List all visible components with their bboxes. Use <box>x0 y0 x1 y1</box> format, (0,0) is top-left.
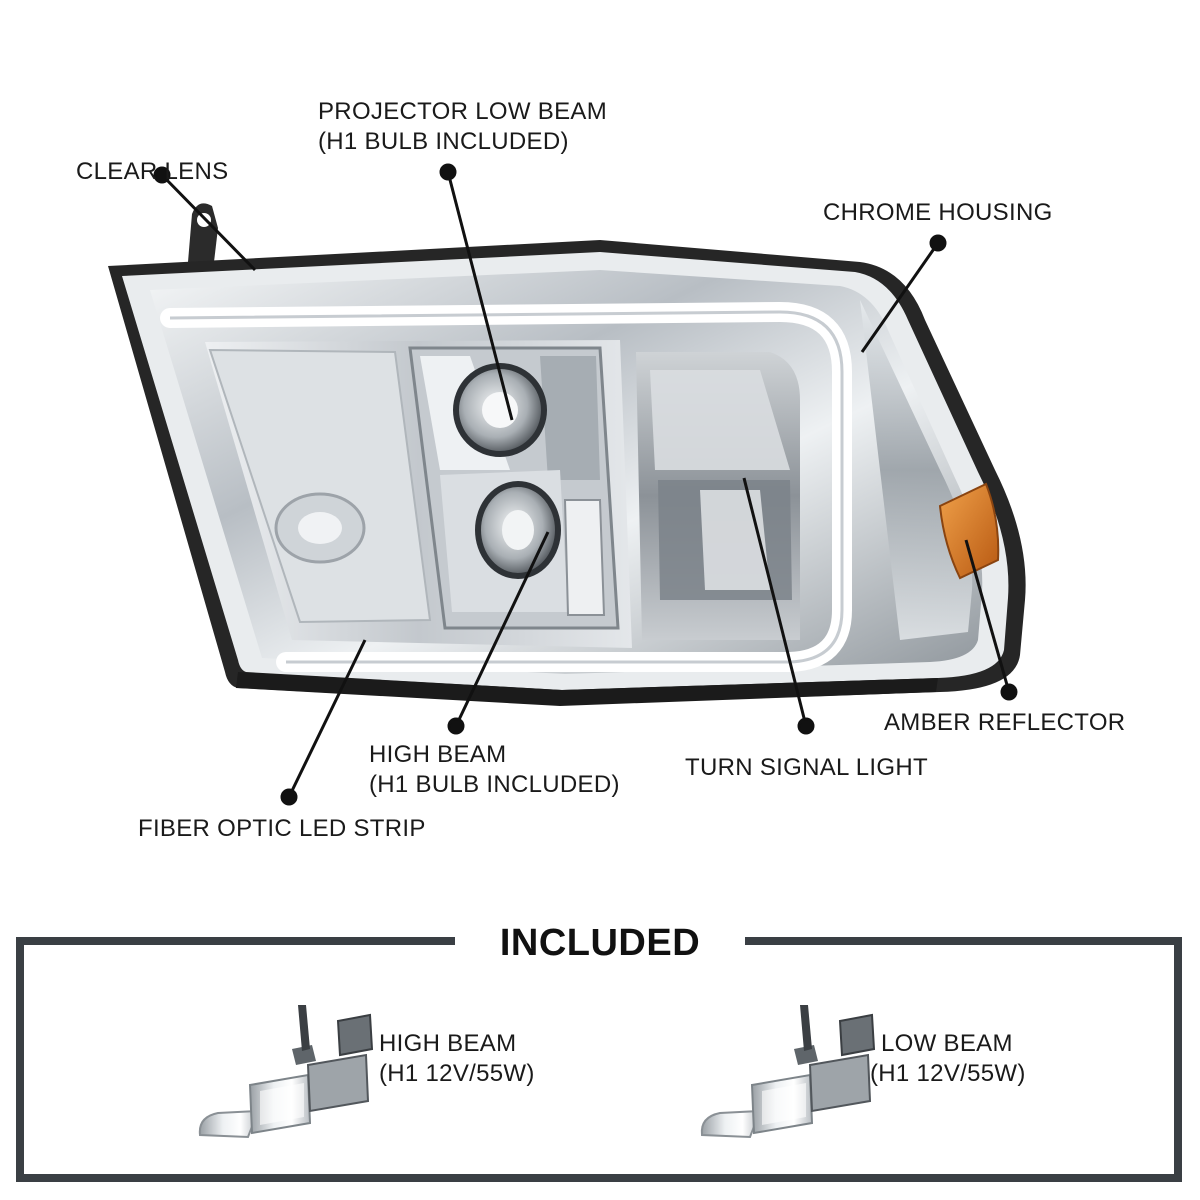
included-item-high-beam-line1: HIGH BEAM <box>379 1030 517 1057</box>
callout-turn-signal <box>742 477 815 735</box>
label-projector-low-beam-line2: (H1 BULB INCLUDED) <box>318 128 569 155</box>
included-item-low-beam-line2: (H1 12V/55W) <box>870 1060 1026 1087</box>
label-turn-signal-light: TURN SIGNAL LIGHT <box>685 754 928 781</box>
included-item-low-beam: LOW BEAM (H1 12V/55W) <box>870 1029 1026 1089</box>
label-projector-low-beam-line1: PROJECTOR LOW BEAM <box>318 98 607 125</box>
included-box <box>16 937 1182 1182</box>
callout-amber-reflector <box>964 539 1018 701</box>
callout-clear-lens <box>153 166 257 272</box>
left-reflector <box>208 348 432 624</box>
label-clear-lens: CLEAR LENS <box>76 158 229 185</box>
callout-projector-low-beam <box>439 163 514 421</box>
headlight-assembly <box>108 203 1026 706</box>
callout-chrome-housing <box>860 234 947 353</box>
callout-high-beam <box>447 531 550 735</box>
included-title: INCLUDED <box>455 918 745 968</box>
label-fiber-optic-led-strip: FIBER OPTIC LED STRIP <box>138 815 426 842</box>
callout-fiber-optic <box>280 639 367 806</box>
included-item-low-beam-line1: LOW BEAM <box>881 1030 1013 1057</box>
h1-bulb-icon <box>700 1005 876 1139</box>
label-projector-low-beam: PROJECTOR LOW BEAM (H1 BULB INCLUDED) <box>318 97 607 157</box>
label-high-beam-line2: (H1 BULB INCLUDED) <box>369 771 620 798</box>
label-amber-reflector: AMBER REFLECTOR <box>884 709 1126 736</box>
label-high-beam-line1: HIGH BEAM <box>369 741 507 768</box>
included-item-high-beam: HIGH BEAM (H1 12V/55W) <box>379 1029 535 1089</box>
label-high-beam: HIGH BEAM (H1 BULB INCLUDED) <box>369 740 620 800</box>
amber-reflector <box>938 482 1000 580</box>
callout-lines <box>153 163 1018 806</box>
h1-bulb-icon <box>198 1005 374 1139</box>
label-chrome-housing: CHROME HOUSING <box>823 199 1053 226</box>
mounting-tab <box>188 203 218 262</box>
included-item-high-beam-line2: (H1 12V/55W) <box>379 1060 535 1087</box>
